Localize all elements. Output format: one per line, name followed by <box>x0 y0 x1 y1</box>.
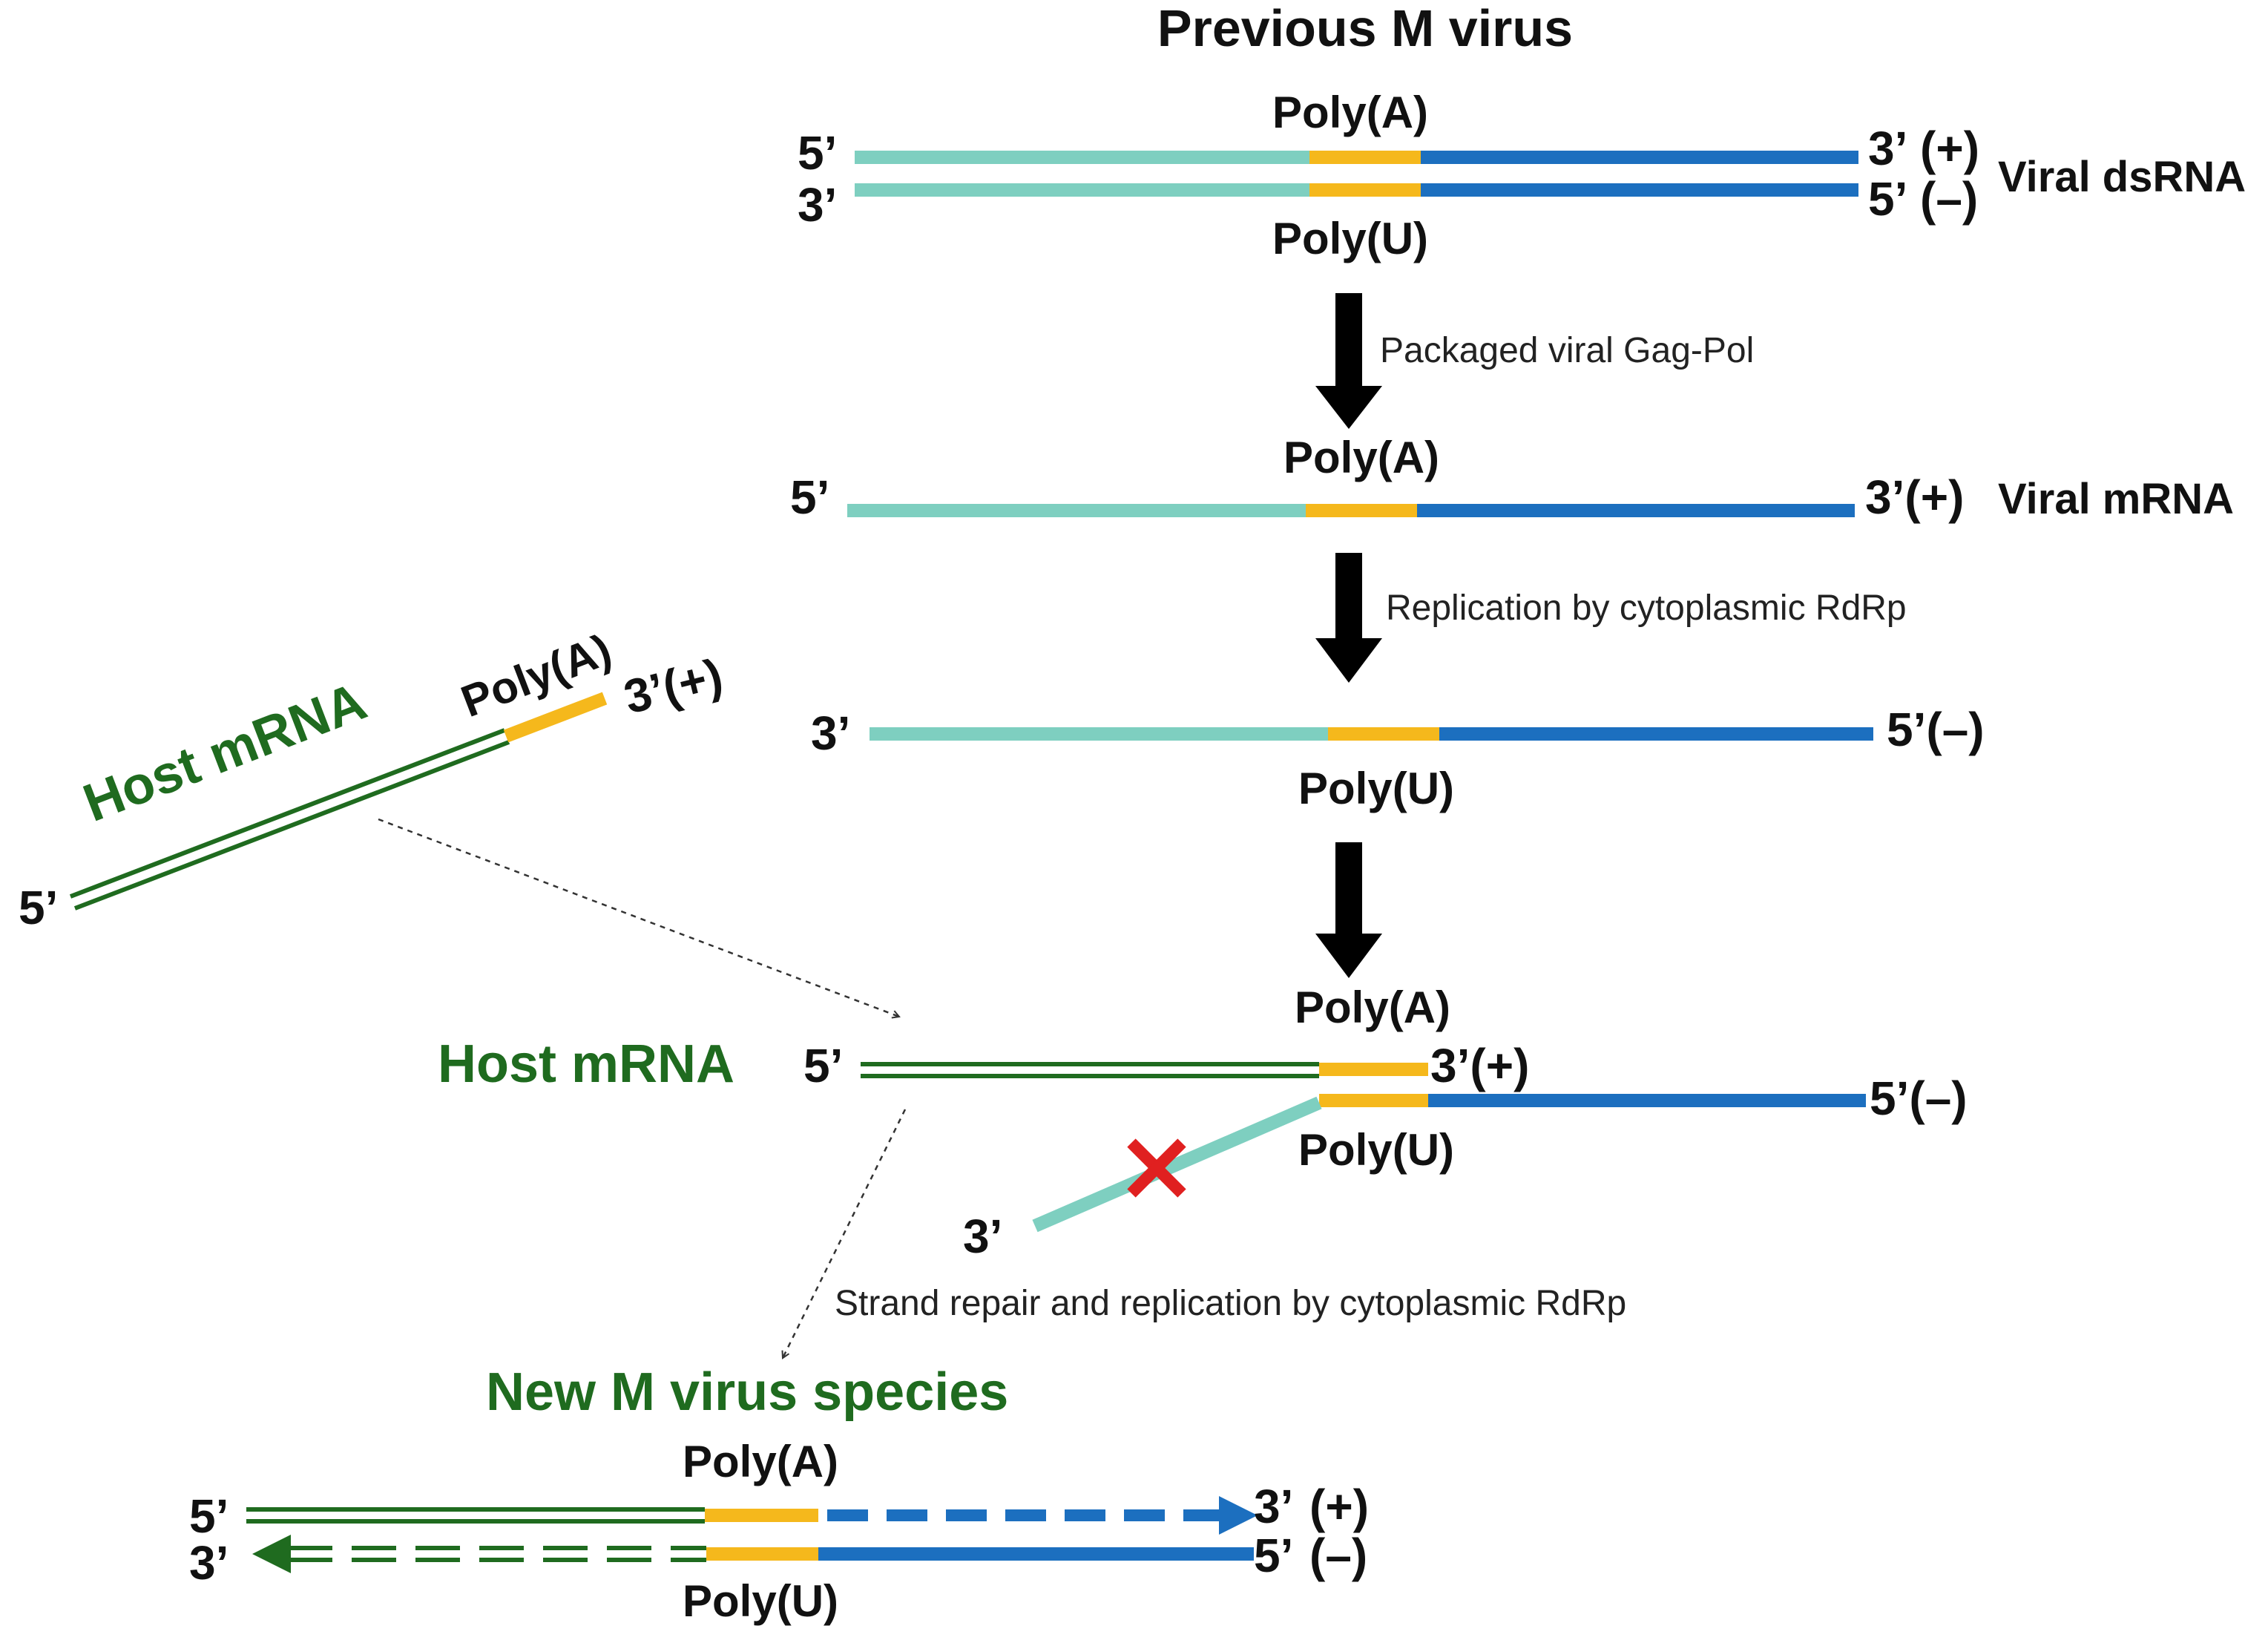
plus-label: (+) <box>1920 122 1979 175</box>
three-prime-label: 3’ <box>1254 1480 1293 1533</box>
viral-mrna-row: Poly(A) 5’ 3’(+) Viral mRNA <box>790 433 2234 524</box>
arrow-shaft <box>1335 842 1362 937</box>
three-prime-label: 3’ <box>1868 122 1907 175</box>
step-label: Strand repair and replication by cytopla… <box>835 1284 1626 1323</box>
five-prime-label: 5’ <box>790 470 829 524</box>
five-prime-label: 5’ <box>1254 1529 1293 1582</box>
down-arrow <box>1315 842 1382 978</box>
viral-dsrna-label: Viral dsRNA <box>1998 153 2246 201</box>
three-prime-label: 3’ <box>963 1210 1002 1263</box>
three-prime-plus-label: 3’(+) <box>1865 470 1964 524</box>
viral-mrna-label: Viral mRNA <box>1998 475 2234 523</box>
poly-u-label: Poly(U) <box>1298 764 1454 813</box>
five-prime-label: 5’ <box>189 1489 229 1543</box>
new-species-title: New M virus species <box>486 1362 1008 1422</box>
poly-u-label: Poly(U) <box>1298 1125 1454 1175</box>
arrow-shaft <box>1335 293 1362 390</box>
poly-u-label: Poly(U) <box>1272 214 1428 263</box>
five-prime-label: 5’ <box>19 881 58 934</box>
poly-a-label: Poly(A) <box>683 1437 838 1486</box>
down-arrow <box>1315 553 1382 683</box>
minus-label: (–) <box>1920 172 1978 226</box>
poly-a-label: Poly(A) <box>455 624 618 727</box>
host-mrna-label: Host mRNA <box>438 1034 734 1094</box>
blue-arrow-head <box>1219 1496 1258 1535</box>
minus-strand-row: 3’ 5’(–) Poly(U) <box>811 703 1985 813</box>
three-prime-label: 3’ <box>798 178 837 232</box>
dashed-connector-arrow <box>783 1109 907 1358</box>
blocked-x-icon <box>1127 1138 1186 1198</box>
diagram-title: Previous M virus <box>1157 0 1573 57</box>
arrow-head <box>1315 934 1382 978</box>
poly-a-label: Poly(A) <box>1283 433 1439 482</box>
three-prime-plus-label: 3’(+) <box>619 648 728 724</box>
new-m-virus-species-row: New M virus species Poly(A) 5’ 3’ 3’ (+)… <box>189 1362 1369 1626</box>
five-prime-label: 5’ <box>1868 172 1907 226</box>
plus-label: (+) <box>1309 1480 1369 1533</box>
step-label: Replication by cytoplasmic RdRp <box>1386 588 1907 628</box>
dashed-green-strand <box>288 1546 706 1562</box>
host-strand-line <box>73 740 510 911</box>
poly-a-label: Poly(A) <box>1295 983 1450 1032</box>
five-prime-minus-label: 5’(–) <box>1887 703 1985 756</box>
poly-a-segment <box>503 692 608 743</box>
three-prime-label: 3’ <box>811 706 850 760</box>
down-arrow <box>1315 293 1382 429</box>
arrow-head <box>1315 638 1382 683</box>
viral-dsrna-row: Poly(A) 5’ 3’ 3’ (+) 5’ (–) Viral dsRNA … <box>798 88 2246 263</box>
five-prime-minus-label: 5’(–) <box>1870 1072 1968 1125</box>
step-label: Packaged viral Gag-Pol <box>1380 331 1754 370</box>
poly-u-label: Poly(U) <box>683 1576 838 1626</box>
three-prime-plus-label: 3’(+) <box>1430 1039 1529 1092</box>
minus-label: (–) <box>1309 1529 1367 1582</box>
host-mrna-joined-row: Poly(A) Host mRNA 5’ 3’(+) 5’(–) Poly(U)… <box>438 983 1968 1263</box>
three-prime-label: 3’ <box>189 1536 229 1590</box>
displaced-teal-strand <box>1032 1096 1322 1233</box>
poly-a-label: Poly(A) <box>1272 88 1428 137</box>
arrow-head <box>1315 386 1382 429</box>
host-strand-line <box>69 728 506 899</box>
dashed-connector-arrow <box>378 818 899 1017</box>
green-arrow-head <box>252 1535 291 1573</box>
five-prime-label: 5’ <box>803 1039 843 1092</box>
arrow-shaft <box>1335 553 1362 642</box>
host-mrna-tilted: 5’ Host mRNA Poly(A) 3’(+) <box>19 624 728 934</box>
five-prime-label: 5’ <box>798 126 837 180</box>
